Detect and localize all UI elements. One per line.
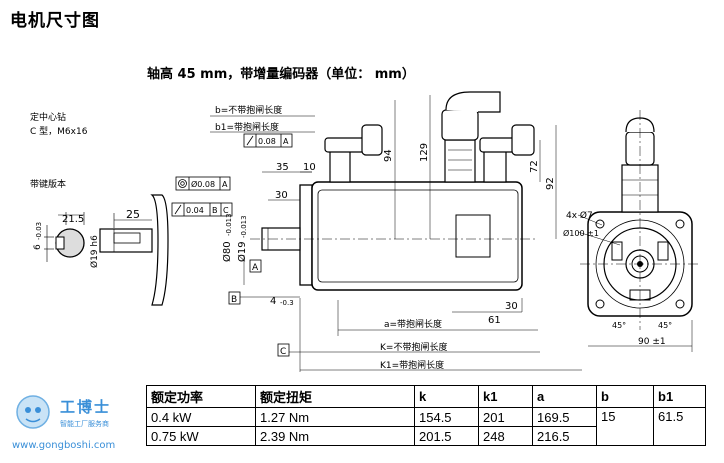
logo-url: www.gongboshi.com — [12, 440, 116, 451]
dim-10: 10 — [303, 162, 316, 173]
table-row: 0.4 kW 1.27 Nm 154.5 201 169.5 15 61.5 — [146, 407, 706, 446]
dim-30-b: 30 — [505, 301, 518, 312]
dim-35: 35 — [276, 162, 289, 173]
dim-80: Ø80 — [221, 241, 233, 262]
shaft-side-view — [99, 194, 169, 306]
cell-torque: 1.27 Nm — [255, 407, 415, 427]
dim-6: 6 — [33, 244, 43, 250]
dim-19: Ø19 — [236, 241, 248, 262]
center-drill-type-label: C 型，M6x16 — [30, 126, 88, 137]
dim-25: 25 — [126, 208, 140, 221]
datum-a: A — [252, 263, 259, 273]
side-dimension-lines — [240, 95, 582, 372]
logo-slogan: 智能工厂服务商 — [60, 420, 109, 428]
perp-value: 0.04 — [186, 206, 204, 215]
coaxiality-value: Ø0.08 — [191, 179, 215, 189]
col-b: b — [596, 385, 654, 408]
dim-80-tol: -0.013 — [225, 213, 233, 236]
coaxiality-datum: A — [222, 180, 228, 189]
datum-b: B — [231, 295, 237, 305]
col-rated-torque: 额定扭矩 — [255, 385, 415, 408]
cell-a: 169.5 — [532, 407, 597, 427]
dim-129: 129 — [419, 143, 430, 162]
dim-94: 94 — [383, 149, 394, 162]
dim-19-h6: Ø19 h6 — [89, 235, 100, 268]
dim-61: 61 — [488, 315, 501, 326]
col-a: a — [532, 385, 597, 408]
cell-a: 216.5 — [532, 426, 597, 446]
cell-b1: 61.5 — [653, 407, 706, 446]
col-k: k — [414, 385, 479, 408]
keyed-version-label: 带键版本 — [30, 178, 66, 190]
motor-front-view — [577, 110, 700, 352]
perp-datum-b: B — [212, 206, 218, 215]
dim-21-5: 21.5 — [62, 214, 84, 225]
gongboshi-logo — [16, 395, 50, 429]
runout-datum: A — [283, 137, 289, 146]
datum-c: C — [280, 347, 286, 357]
runout-frame — [243, 133, 293, 148]
runout-value: 0.08 — [258, 137, 276, 146]
motor-side-view — [250, 91, 535, 291]
perp-datum-c: C — [223, 206, 229, 215]
dim-4: 4 — [270, 296, 276, 307]
cell-torque: 2.39 Nm — [255, 426, 415, 446]
shaft-section — [44, 212, 85, 262]
table-row: 0.75 kW 2.39 Nm 201.5 248 216.5 — [146, 426, 706, 446]
dim-30: 30 — [275, 190, 288, 201]
perpendicularity-frame — [171, 202, 233, 217]
holes-label: 4x Ø7 — [566, 210, 593, 221]
b-length-label: b=不带抱闸长度 — [215, 104, 282, 116]
k-length-label: K=不带抱闸长度 — [380, 341, 447, 353]
dim-92: 92 — [545, 177, 556, 190]
cell-k1: 201 — [478, 407, 533, 427]
col-b1: b1 — [653, 385, 706, 408]
cell-power: 0.75 kW — [146, 426, 256, 446]
spec-table: 额定功率 额定扭矩 k k1 a b b1 0.4 kW 1.27 Nm 154… — [146, 385, 706, 446]
dim-6-tol: -0.03 — [35, 222, 43, 240]
angle-left: 45° — [612, 321, 626, 330]
angle-right: 45° — [658, 321, 672, 330]
coaxiality-frame — [175, 176, 231, 191]
cell-k: 154.5 — [414, 407, 479, 427]
b1-length-label: b1=带抱闸长度 — [215, 121, 279, 133]
col-rated-power: 额定功率 — [146, 385, 256, 408]
cell-power: 0.4 kW — [146, 407, 256, 427]
center-drill-label: 定中心钻 — [30, 111, 66, 123]
a-length-label: a=带抱闸长度 — [384, 318, 442, 330]
dim-72: 72 — [529, 160, 540, 173]
col-k1: k1 — [478, 385, 533, 408]
cell-b: 15 — [596, 407, 654, 446]
drawing-subtitle: 轴高 45 mm，带增量编码器（单位： mm） — [147, 67, 415, 82]
dim-90: 90 ±1 — [638, 337, 666, 347]
cell-k: 201.5 — [414, 426, 479, 446]
dim-100: Ø100 ±1 — [563, 228, 599, 238]
cell-k1: 248 — [478, 426, 533, 446]
motor-dimension-drawing: 定中心钻 C 型，M6x16 带键版本 21.5 6 -0.03 25 Ø19 … — [30, 91, 700, 372]
dim-19-tol: -0.013 — [240, 215, 248, 238]
dim-4-tol: -0.3 — [280, 299, 294, 307]
logo-name: 工博士 — [60, 398, 112, 416]
table-header-row: 额定功率 额定扭矩 k k1 a b b1 — [146, 385, 706, 408]
k1-length-label: K1=带抱闸长度 — [380, 359, 444, 371]
page-title: 电机尺寸图 — [10, 11, 100, 31]
